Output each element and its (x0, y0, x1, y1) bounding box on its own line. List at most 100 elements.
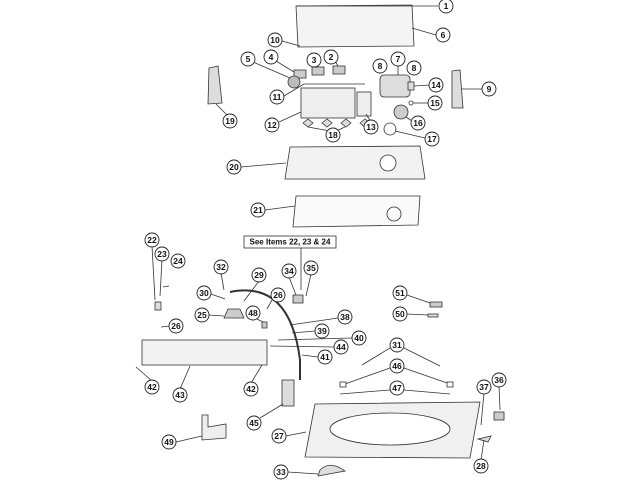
callout-circle (389, 337, 405, 353)
callout-16: 16 (410, 115, 426, 131)
callout-number: 18 (328, 130, 338, 140)
callout-47: 47 (389, 380, 405, 396)
callout-36: 36 (491, 372, 507, 388)
callout-circle (246, 415, 262, 431)
panel-part-13 (356, 91, 372, 117)
callout-37: 37 (476, 379, 492, 395)
callout-44: 44 (333, 339, 349, 355)
end-cap-9 (451, 69, 464, 109)
callout-circle (389, 358, 405, 374)
callout-circle (306, 52, 322, 68)
callout-3: 3 (306, 52, 322, 68)
callout-circle (333, 339, 349, 355)
callout-18: 18 (325, 127, 341, 143)
callout-number: 39 (317, 326, 327, 336)
bracket-49 (201, 414, 227, 441)
callout-circle (250, 202, 266, 218)
callout-number: 37 (479, 382, 489, 392)
callout-35: 35 (303, 260, 319, 276)
callout-circle (168, 318, 184, 334)
callout-number: 36 (494, 375, 504, 385)
callout-15: 15 (427, 95, 443, 111)
callout-circle (267, 32, 283, 48)
callout-number: 29 (254, 270, 264, 280)
callout-circle (363, 119, 379, 135)
callout-13: 13 (363, 119, 379, 135)
callout-number: 22 (147, 235, 157, 245)
callout-12: 12 (264, 117, 280, 133)
callout-circle (194, 307, 210, 323)
callout-circle (172, 387, 188, 403)
callout-number: 19 (225, 116, 235, 126)
callout-circle (317, 349, 333, 365)
callout-number: 1 (444, 1, 449, 11)
callout-number: 31 (392, 340, 402, 350)
callout-number: 49 (164, 437, 174, 447)
callout-45: 45 (246, 415, 262, 431)
callout-22: 22 (144, 232, 160, 248)
callout-26b: 26 (168, 318, 184, 334)
callout-circle (251, 267, 267, 283)
callout-42b: 42 (243, 381, 259, 397)
panel-part-12 (300, 87, 356, 119)
callout-number: 26 (273, 290, 283, 300)
callout-number: 4 (269, 52, 274, 62)
callout-number: 5 (246, 54, 251, 64)
callout-19: 19 (222, 113, 238, 129)
callout-number: 11 (273, 92, 282, 102)
callout-circle (424, 131, 440, 147)
callout-circle (226, 159, 242, 175)
callout-1: 1 (438, 0, 454, 14)
callout-number: 28 (476, 461, 486, 471)
callout-48: 48 (245, 305, 261, 321)
callout-number: 34 (284, 266, 294, 276)
callout-circle (314, 323, 330, 339)
part-25 (223, 308, 245, 319)
callout-50: 50 (392, 306, 408, 322)
callout-circle (473, 458, 489, 474)
fill-hose-29 (229, 289, 301, 380)
callout-27: 27 (271, 428, 287, 444)
callout-circle (427, 95, 443, 111)
callout-circle (428, 77, 444, 93)
leader-6 (411, 27, 437, 36)
callout-number: 20 (229, 162, 239, 172)
motor-part-5 (287, 75, 301, 89)
callout-23: 23 (154, 246, 170, 262)
callout-24: 24 (170, 253, 186, 269)
callout-number: 15 (430, 98, 440, 108)
callout-42a: 42 (144, 379, 160, 395)
callout-17: 17 (424, 131, 440, 147)
callout-26a: 26 (270, 287, 286, 303)
knob-part-17 (383, 122, 397, 136)
callout-number: 12 (267, 120, 277, 130)
callout-number: 24 (173, 256, 183, 266)
callout-46: 46 (389, 358, 405, 374)
callout-14: 14 (428, 77, 444, 93)
front-panel-43 (141, 339, 268, 366)
callout-6: 6 (435, 27, 451, 43)
callout-circle (170, 253, 186, 269)
knob-part-16 (393, 104, 409, 120)
callout-circle (389, 380, 405, 396)
callout-39: 39 (314, 323, 330, 339)
callout-circle (406, 60, 422, 76)
callout-40: 40 (351, 330, 367, 346)
callout-circle (213, 259, 229, 275)
callout-5: 5 (240, 51, 256, 67)
callout-circle (222, 113, 238, 129)
callout-number: 6 (441, 30, 446, 40)
callout-circle (154, 246, 170, 262)
callout-circle (325, 127, 341, 143)
callout-number: 43 (175, 390, 185, 400)
callout-circle (269, 89, 285, 105)
switch-part-4 (293, 69, 307, 79)
lid-handle-33 (317, 464, 346, 477)
callout-number: 9 (487, 84, 492, 94)
callout-7: 7 (390, 51, 406, 67)
callout-number: 45 (249, 418, 259, 428)
callout-number: 25 (197, 310, 207, 320)
callout-circle (491, 372, 507, 388)
callout-circle (273, 464, 289, 480)
callout-circle (245, 305, 261, 321)
